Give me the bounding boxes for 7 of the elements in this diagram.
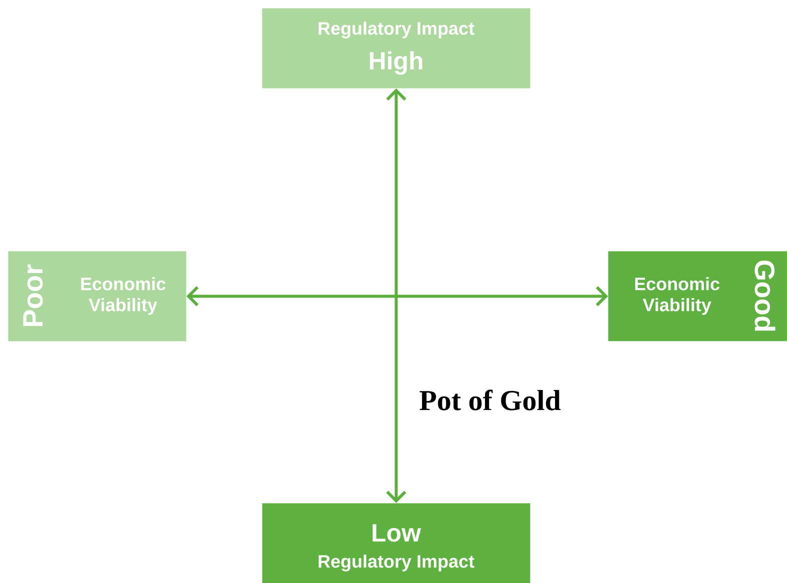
axis-arrow <box>186 286 608 306</box>
quadrant-box: Economic Viability Good <box>608 251 787 342</box>
quadrant-label: Pot of Gold <box>420 390 561 410</box>
quadrant-box: Low Regulatory Impact <box>262 503 530 583</box>
quadrant-box: Poor Economic Viability <box>8 251 186 342</box>
axis-arrow <box>386 88 406 503</box>
quadrant-box: Regulatory Impact High <box>262 8 530 88</box>
